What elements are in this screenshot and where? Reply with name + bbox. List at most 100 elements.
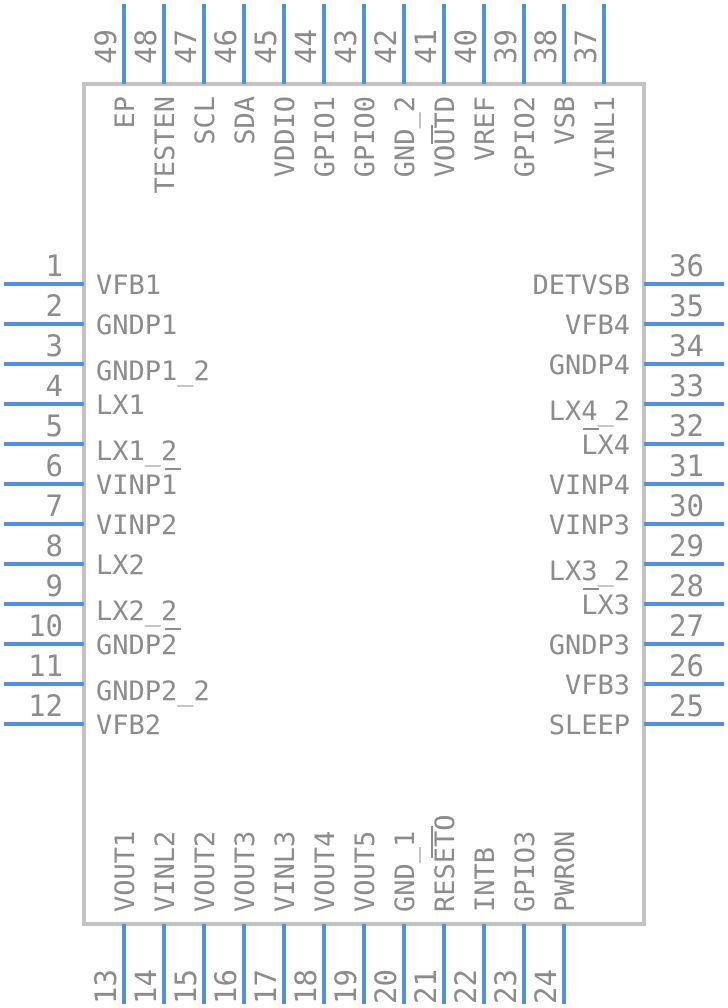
overbar-group (165, 125, 599, 858)
pin-number: 15 (169, 969, 203, 1004)
pin-number: 20 (369, 969, 403, 1004)
pin-number: 6 (46, 449, 63, 483)
pin-name: LX2 (96, 550, 145, 581)
pin-name: VOUT3 (230, 831, 261, 912)
pin-name: GNDP2 (96, 630, 177, 661)
pin-number: 17 (249, 969, 283, 1004)
pin-number: 42 (369, 29, 403, 64)
pin-name: LX1 (96, 390, 145, 421)
pin-name: VOUT1 (110, 831, 141, 912)
pin-number: 38 (529, 29, 563, 64)
pin-name: GNDP4 (549, 350, 630, 381)
top-pin-group: 49EP48TESTEN47SCL46SDA45VDDIO44GPIO143GP… (89, 4, 621, 194)
bottom-pin-group: 13 VOUT1 14 VINL2 15 VOUT2 16 VOUT3 17 VINL3 18 VOU… (89, 814, 581, 1004)
pin-name: VREF (470, 96, 501, 161)
pin-name: LX4 (581, 430, 630, 461)
pin-number: 27 (669, 609, 704, 643)
pin-number: 39 (489, 29, 523, 64)
pin-name: VOUT2 (190, 831, 221, 912)
pin-number: 3 (46, 329, 63, 363)
pin-name: VINP1 (96, 470, 177, 501)
pin-name: RESETO (430, 814, 461, 912)
pin-name: SCL (190, 96, 221, 145)
pin-number: 7 (46, 489, 63, 523)
pin-name: GPIO1 (310, 96, 341, 177)
pin-name: SDA (230, 96, 261, 145)
pin-number: 26 (669, 649, 704, 683)
pin-number: 32 (669, 409, 704, 443)
pin-number: 21 (409, 969, 443, 1004)
pin-number: 24 (529, 969, 563, 1004)
pin-number: 19 (329, 969, 363, 1004)
pin-name: VSB (550, 96, 581, 145)
pin-number: 44 (289, 29, 323, 64)
pin-name: VINL2 (150, 831, 181, 912)
pin-number: 30 (669, 489, 704, 523)
pin-number: 11 (28, 649, 63, 683)
pin-name: VINL3 (270, 831, 301, 912)
pin-number: 49 (89, 29, 123, 64)
pin-number: 2 (46, 289, 63, 323)
pin-number: 1 (46, 249, 63, 283)
pin-number: 37 (569, 29, 603, 64)
pin-name: VOUTD (430, 96, 461, 177)
pin-number: 12 (28, 689, 63, 723)
pin-number: 23 (489, 969, 523, 1004)
pin-number: 10 (28, 609, 63, 643)
pin-name: GPIO0 (350, 96, 381, 177)
pin-name: LX4_2 (549, 396, 630, 427)
pin-name: GND_1 (390, 831, 421, 912)
pin-number: 47 (169, 29, 203, 64)
pin-number: 25 (669, 689, 704, 723)
pin-name: DETVSB (532, 270, 630, 301)
pin-name: VFB1 (96, 270, 161, 301)
pin-name: GPIO2 (510, 96, 541, 177)
pin-number: 35 (669, 289, 704, 323)
pin-number: 43 (329, 29, 363, 64)
pin-name: GNDP3 (549, 630, 630, 661)
pin-name: VOUT4 (310, 831, 341, 912)
pin-number: 29 (669, 529, 704, 563)
pin-number: 46 (209, 29, 243, 64)
pin-number: 16 (209, 969, 243, 1004)
pin-name: VOUT5 (350, 831, 381, 912)
pin-name: LX1_2 (96, 436, 177, 467)
pin-name: PWRON (550, 831, 581, 912)
pin-number: 18 (289, 969, 323, 1004)
pin-number: 9 (46, 569, 63, 603)
pin-number: 31 (669, 449, 704, 483)
pin-number: 4 (46, 369, 63, 403)
pin-number: 28 (669, 569, 704, 603)
pin-number: 5 (46, 409, 63, 443)
pin-number: 22 (449, 969, 483, 1004)
pin-name: GNDP2_2 (96, 676, 210, 707)
pin-number: 14 (129, 969, 163, 1004)
pin-name: VFB4 (565, 310, 630, 341)
pin-number: 48 (129, 29, 163, 64)
pin-name: LX2_2 (96, 596, 177, 627)
pin-name: VFB3 (565, 670, 630, 701)
pin-name: LX3 (581, 590, 630, 621)
pin-name: GNDP1_2 (96, 356, 210, 387)
pin-name: VINP2 (96, 510, 177, 541)
pin-name: VINP3 (549, 510, 630, 541)
pin-name: INTB (470, 847, 501, 912)
pin-number: 33 (669, 369, 704, 403)
pin-number: 36 (669, 249, 704, 283)
pin-name: GND_2 (390, 96, 421, 177)
pin-name: TESTEN (150, 96, 181, 194)
pin-number: 13 (89, 969, 123, 1004)
pin-number: 8 (46, 529, 63, 563)
pin-name: SLEEP (549, 710, 630, 741)
pin-name: VINP4 (549, 470, 630, 501)
ic-body (82, 82, 646, 926)
pin-number: 41 (409, 29, 443, 64)
pin-name: GPIO3 (510, 831, 541, 912)
pin-number: 45 (249, 29, 283, 64)
pin-number: 34 (669, 329, 704, 363)
pin-name: VINL1 (590, 96, 621, 177)
left-pin-group: 1VFB12GNDP13GNDP1_24LX15LX1_26VINP17VINP… (4, 249, 210, 741)
pin-number: 40 (449, 29, 483, 64)
